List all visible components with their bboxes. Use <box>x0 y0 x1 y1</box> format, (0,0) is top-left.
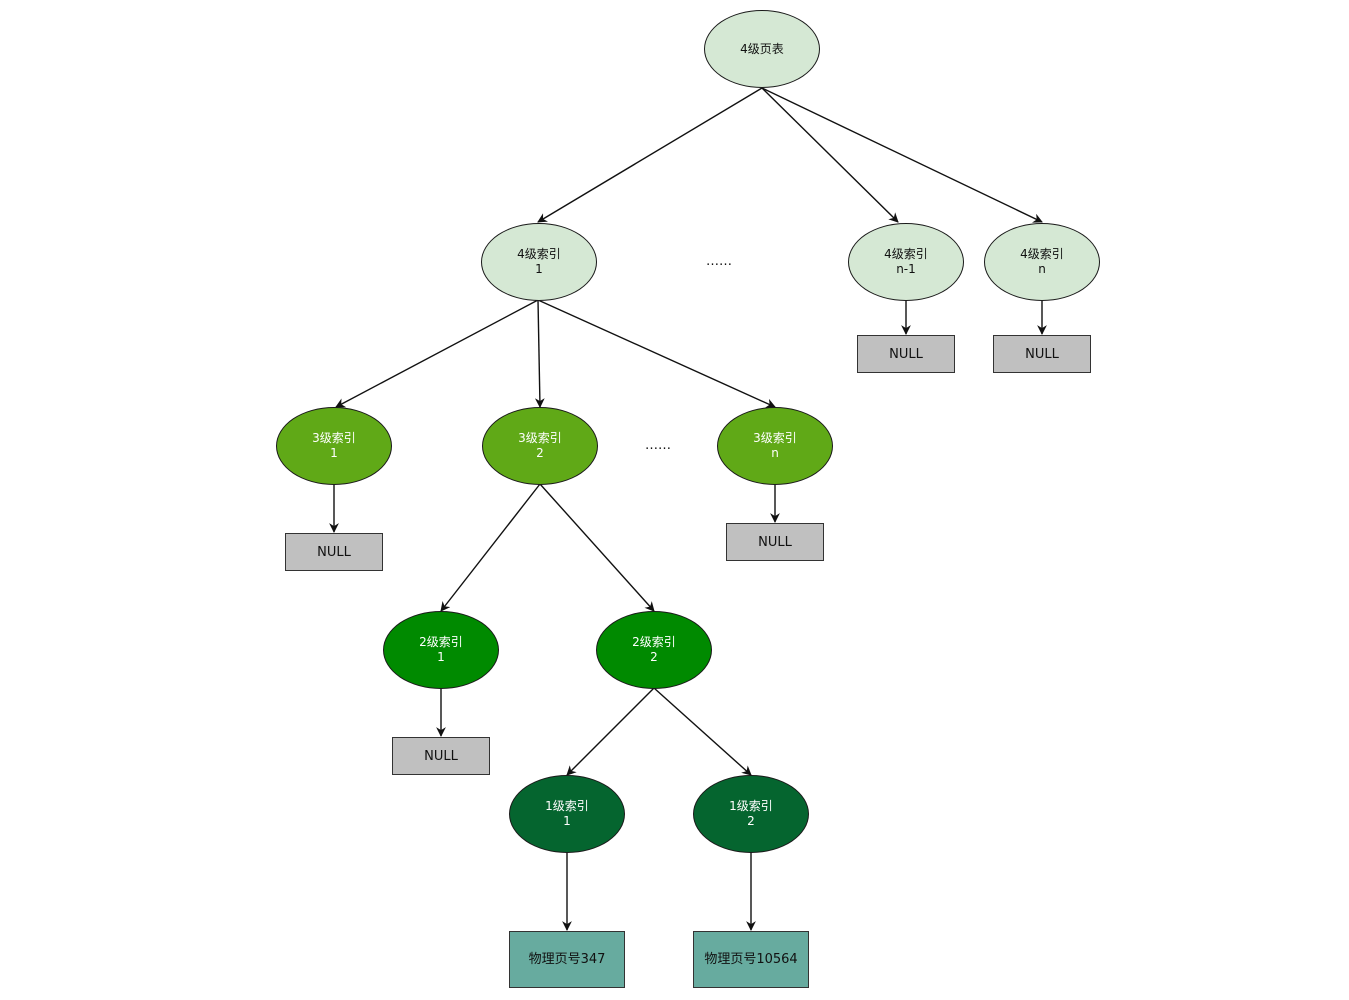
l3-index-1-node: 3级索引 1 <box>276 407 392 485</box>
null-label: NULL <box>1025 346 1059 362</box>
node-index: 1 <box>330 446 338 460</box>
node-label: 4级索引 <box>1020 247 1064 261</box>
l3-ellipsis: …… <box>645 438 671 453</box>
l4-index-1-node: 4级索引 1 <box>481 223 597 301</box>
l3-index-n-node: 3级索引 n <box>717 407 833 485</box>
node-label: 4级索引 <box>517 247 561 261</box>
node-label: 4级页表 <box>740 41 784 56</box>
physical-page-label: 物理页号10564 <box>704 952 798 967</box>
node-label: 3级索引 <box>312 431 356 445</box>
node-index: 1 <box>535 262 543 276</box>
l2-index-1-node: 2级索引 1 <box>383 611 499 689</box>
root-page-table-node: 4级页表 <box>704 10 820 88</box>
node-index: 2 <box>747 814 755 828</box>
l2-index-2-node: 2级索引 2 <box>596 611 712 689</box>
node-index: 2 <box>650 650 658 664</box>
l4-index-n1-node: 4级索引 n-1 <box>848 223 964 301</box>
edge-l3-2-to-l2-1 <box>440 483 541 612</box>
l3-index-2-node: 3级索引 2 <box>482 407 598 485</box>
null-label: NULL <box>317 544 351 560</box>
l4-ellipsis: …… <box>706 254 732 269</box>
null-label: NULL <box>424 748 458 764</box>
node-label: 2级索引 <box>419 635 463 649</box>
null-box-l4-n: NULL <box>993 335 1091 373</box>
edge-l2-2-to-l1-2 <box>653 687 752 776</box>
edge-root-to-l4-1 <box>537 87 763 223</box>
null-box-l3-n: NULL <box>726 523 824 561</box>
node-label: 3级索引 <box>753 431 797 445</box>
node-index: 1 <box>437 650 445 664</box>
l1-index-2-node: 1级索引 2 <box>693 775 809 853</box>
node-label: 1级索引 <box>729 799 773 813</box>
edge-root-to-l4-n1 <box>761 87 899 223</box>
node-index: 1 <box>563 814 571 828</box>
node-label: 4级索引 <box>884 247 928 261</box>
physical-page-label: 物理页号347 <box>528 952 606 967</box>
null-box-l3-1: NULL <box>285 533 383 571</box>
null-label: NULL <box>758 534 792 550</box>
l1-index-1-node: 1级索引 1 <box>509 775 625 853</box>
physical-page-box-1: 物理页号347 <box>509 931 625 988</box>
node-index: n-1 <box>896 262 916 276</box>
edge-root-to-l4-n <box>761 87 1043 223</box>
node-label: 1级索引 <box>545 799 589 813</box>
physical-page-box-2: 物理页号10564 <box>693 931 809 988</box>
node-index: 2 <box>536 446 544 460</box>
null-box-l2-1: NULL <box>392 737 490 775</box>
edge-l3-2-to-l2-2 <box>539 483 655 612</box>
null-box-l4-n1: NULL <box>857 335 955 373</box>
node-label: 3级索引 <box>518 431 562 445</box>
edge-l2-2-to-l1-1 <box>566 687 655 776</box>
node-label: 2级索引 <box>632 635 676 649</box>
l4-index-n-node: 4级索引 n <box>984 223 1100 301</box>
null-label: NULL <box>889 346 923 362</box>
node-index: n <box>771 446 779 460</box>
edge-l4-1-to-l3-n <box>537 299 776 408</box>
edge-l4-1-to-l3-1 <box>335 299 539 408</box>
edge-l4-1-to-l3-2 <box>534 299 545 408</box>
node-index: n <box>1038 262 1046 276</box>
